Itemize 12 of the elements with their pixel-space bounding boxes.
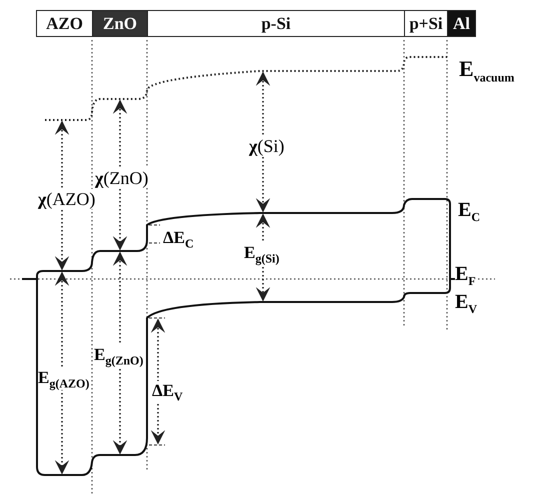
layer-cell: ZnO [92, 10, 148, 37]
electron-affinity-label: χ(AZO) [38, 189, 96, 209]
band-gap-label: E$_{g(ZnO)}$ [94, 345, 144, 368]
electron-affinity-label: χ(Si) [249, 136, 284, 156]
layer-cell: p+Si [404, 10, 448, 37]
layer-cell: Al [447, 10, 476, 37]
band-gap-label: E$_{g(Si)}$ [244, 243, 280, 266]
band-offset-label: ΔE$_{V}$ [152, 381, 183, 404]
electron-affinity-label: χ(ZnO) [95, 168, 148, 188]
layer-cell: AZO [36, 10, 93, 37]
layer-cell: p-Si [147, 10, 405, 37]
band-gap-label: E$_{g(AZO)}$ [38, 368, 90, 390]
